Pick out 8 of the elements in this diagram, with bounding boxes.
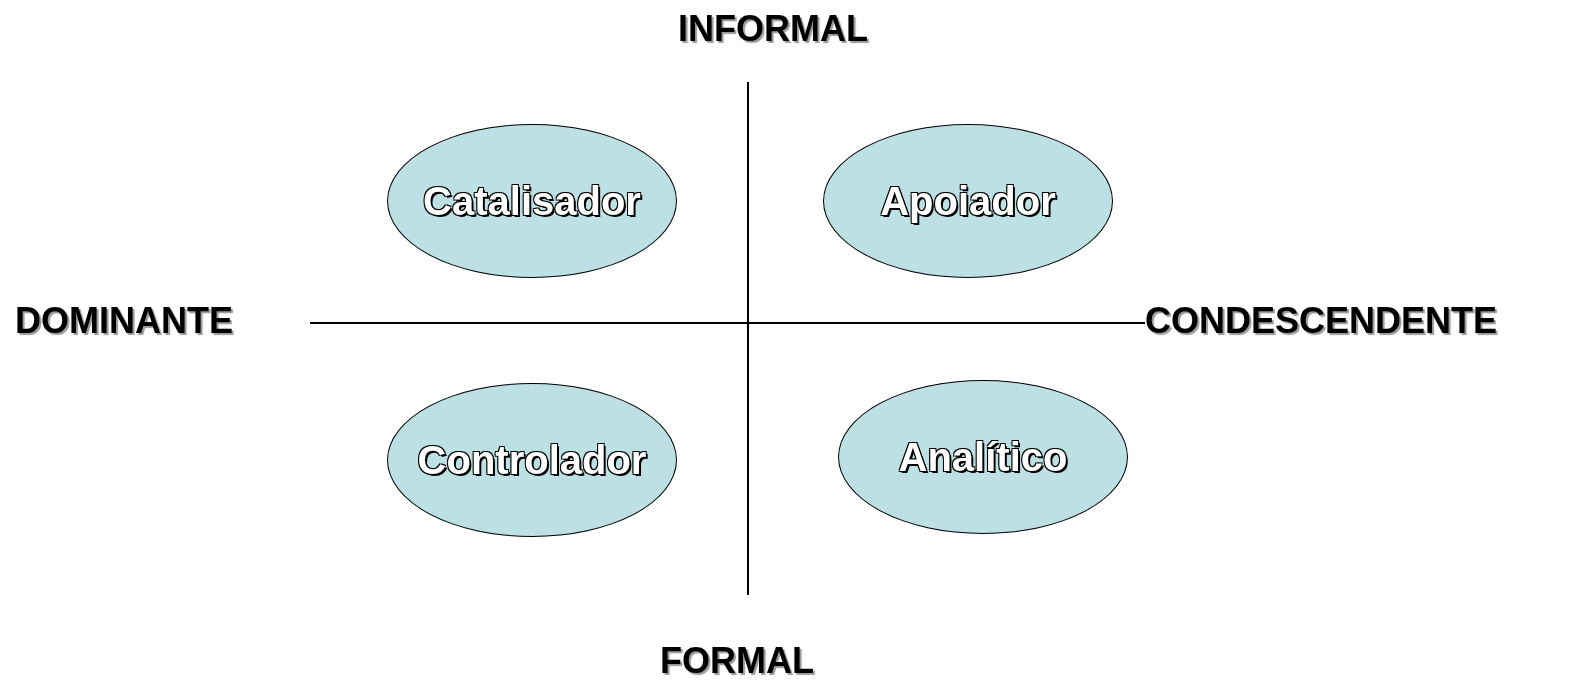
category-label: Apoiador — [880, 178, 1056, 224]
category-label: Analítico — [898, 434, 1068, 480]
category-label: Catalisador — [423, 178, 641, 224]
axis-label: CONDESCENDENTE — [1145, 300, 1498, 342]
axis-label: FORMAL — [660, 640, 814, 680]
axis-label: DOMINANTE — [15, 300, 233, 342]
category-label: Controlador — [417, 437, 647, 483]
axis-label: INFORMAL — [678, 8, 868, 50]
